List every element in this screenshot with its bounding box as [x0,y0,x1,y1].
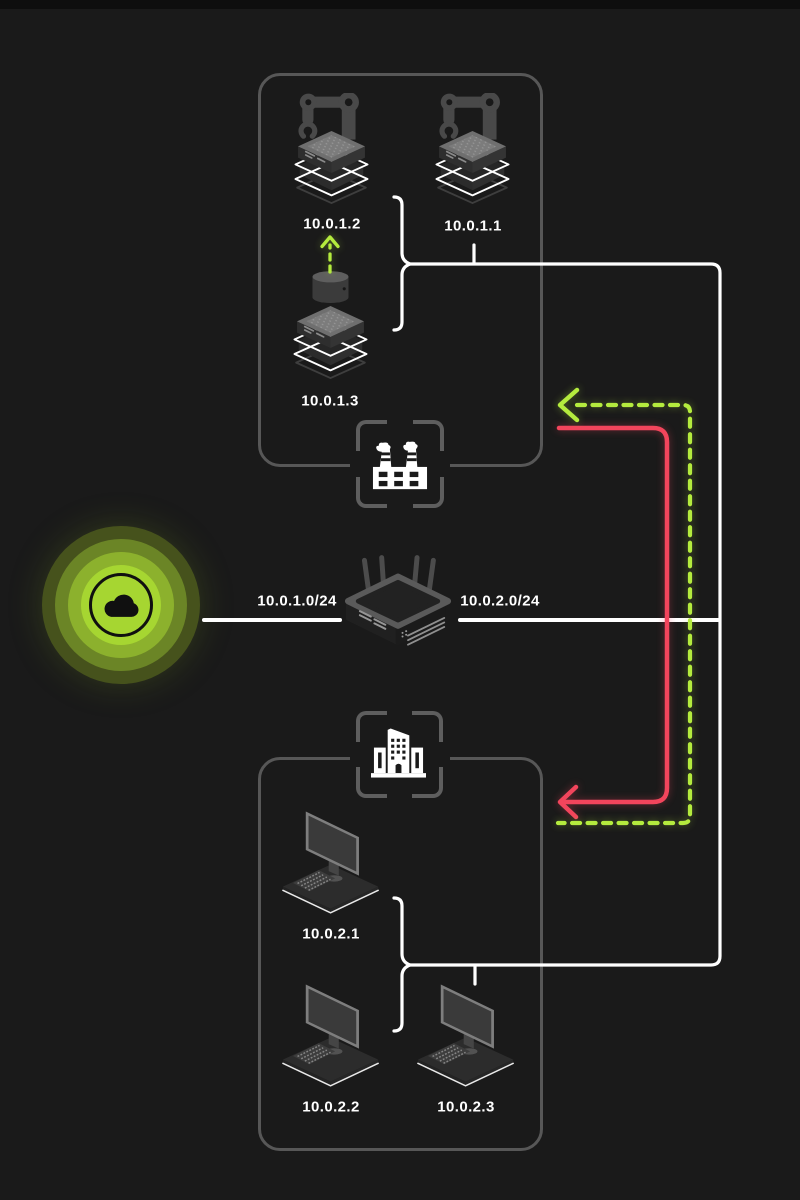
red-flow-arrowhead-icon [557,784,579,820]
device-ip-label: 10.0.1.2 [303,215,361,233]
frame-corner-icon [356,767,387,798]
device-ip-label: 10.0.2.1 [302,925,360,943]
device-ip-label: 10.0.2.3 [437,1098,495,1116]
top-letterbox-strip [0,0,800,9]
frame-corner-icon [356,420,387,451]
cloud-ring-outline [89,573,153,637]
industrial-machine-icon [279,268,382,380]
desktop-workstation-icon [278,979,384,1089]
subnet-label-right: 10.0.2.0/24 [460,592,540,610]
red-flow-arrow [556,425,670,820]
device-ip-label: 10.0.2.2 [302,1098,360,1116]
desktop-workstation-icon [278,806,384,916]
office-building-icon [371,722,426,783]
red-flow-line [556,425,670,805]
device-ip-label: 10.0.1.3 [301,392,359,410]
desktop-workstation-icon [413,979,519,1089]
router-icon [330,553,466,662]
green-flow-arrowhead-icon [557,387,580,423]
robot-arm-device-icon [421,93,524,205]
frame-corner-icon [356,477,387,508]
robot-arm-device-icon [280,93,383,205]
green-flow-line [555,402,693,826]
frame-corner-icon [356,711,387,742]
cloud-icon [99,590,143,621]
subnet-label-left: 10.0.1.0/24 [257,592,337,610]
factory-icon [369,437,431,493]
device-ip-label: 10.0.1.1 [444,217,502,235]
